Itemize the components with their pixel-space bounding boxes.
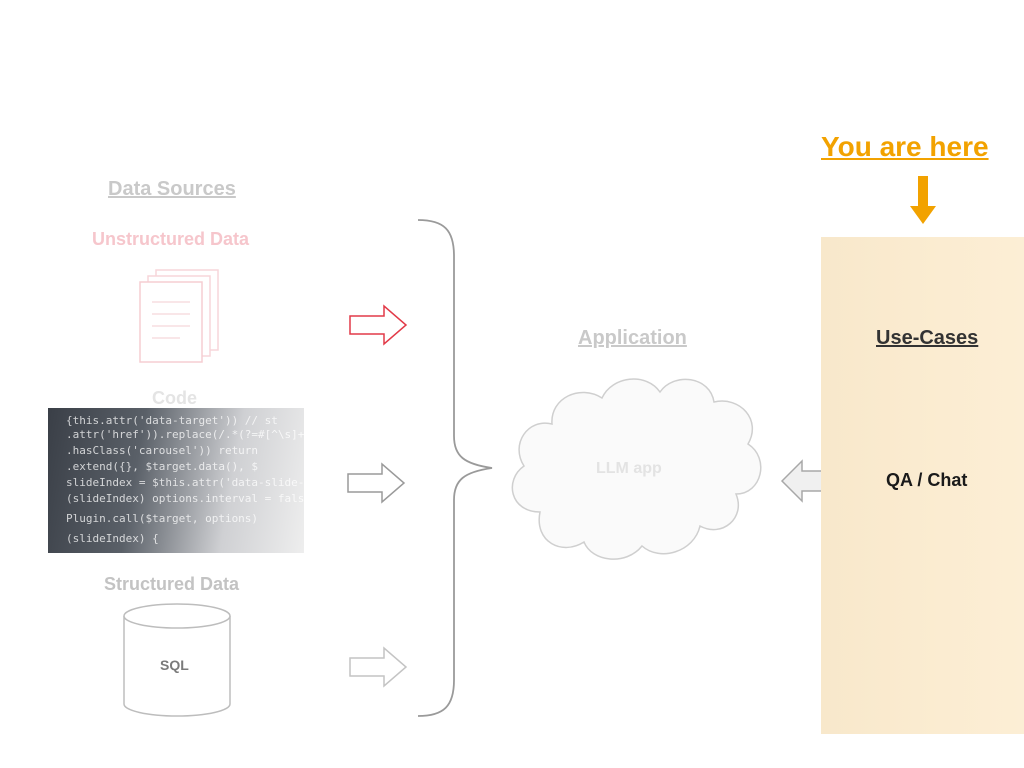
code-screenshot-image: {this.attr('data-target')) // st .attr('… [48,408,304,553]
use-cases-title: Use-Cases [876,327,979,349]
use-cases-panel [821,237,1024,734]
database-icon [123,603,231,717]
qa-chat-label: QA / Chat [886,470,968,490]
structured-data-title: Structured Data [104,574,240,594]
you-are-here-label: You are here [821,131,989,162]
unstructured-arrow-icon [349,304,408,346]
unstructured-data-title: Unstructured Data [92,229,250,249]
llm-app-label: LLM app [596,460,662,477]
application-title: Application [578,327,687,349]
code-arrow-icon [347,462,406,504]
curly-brace [417,219,493,717]
sql-label: SQL [160,657,189,673]
code-title: Code [152,388,197,408]
down-arrow-icon [910,176,936,224]
cloud-icon [511,378,762,560]
documents-icon [139,269,219,363]
data-sources-title: Data Sources [108,178,236,200]
structured-arrow-icon [349,646,408,688]
